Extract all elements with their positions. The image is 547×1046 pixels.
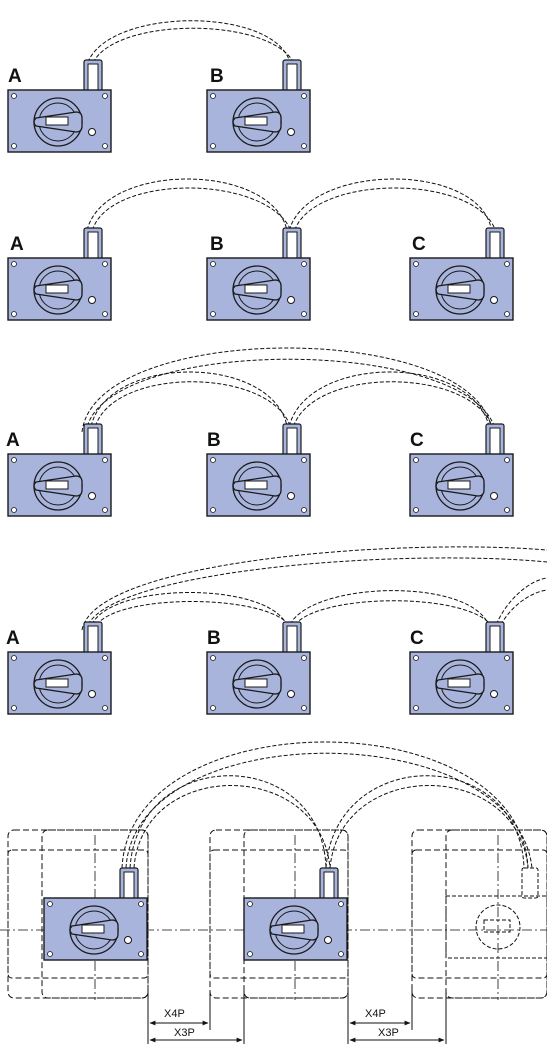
switch-unit <box>206 423 311 517</box>
switch-unit <box>7 621 112 715</box>
row-3: A B C <box>6 347 514 517</box>
row-1: A B <box>7 20 311 153</box>
dimension-label-x3p: X3P <box>174 1027 195 1039</box>
row-3-cables <box>81 347 497 433</box>
unit-label: B <box>207 430 221 451</box>
switch-unit <box>7 423 112 517</box>
switch-unit <box>409 621 514 715</box>
unit-label: C <box>410 430 424 451</box>
row-5-cables <box>121 741 533 869</box>
unit-label: A <box>8 66 22 87</box>
dimension-label-x3p: X3P <box>378 1027 399 1039</box>
switch-unit <box>7 59 112 153</box>
unit-label: A <box>6 430 20 451</box>
row-2: A B C <box>7 178 514 321</box>
unit-label: B <box>210 234 224 255</box>
switch-unit <box>243 867 348 961</box>
dimension-lines <box>147 990 447 1044</box>
row-1-cables <box>85 20 297 69</box>
unit-label: C <box>410 628 424 649</box>
row-5: X4P X3P X4P X3P <box>0 741 547 1044</box>
row-4-cables <box>81 546 547 631</box>
switch-unit <box>206 621 311 715</box>
row-4: A B C <box>6 546 547 715</box>
unit-label: A <box>6 628 20 649</box>
switch-unit-ghost <box>445 867 547 959</box>
unit-label: B <box>210 66 224 87</box>
switch-unit <box>409 423 514 517</box>
unit-label: A <box>10 234 24 255</box>
unit-label: B <box>207 628 221 649</box>
switch-unit <box>43 867 148 961</box>
dimension-label-x4p: X4P <box>164 1008 185 1020</box>
row-2-cables <box>85 178 498 237</box>
unit-label: C <box>412 234 426 255</box>
dimension-label-x4p: X4P <box>365 1008 386 1020</box>
